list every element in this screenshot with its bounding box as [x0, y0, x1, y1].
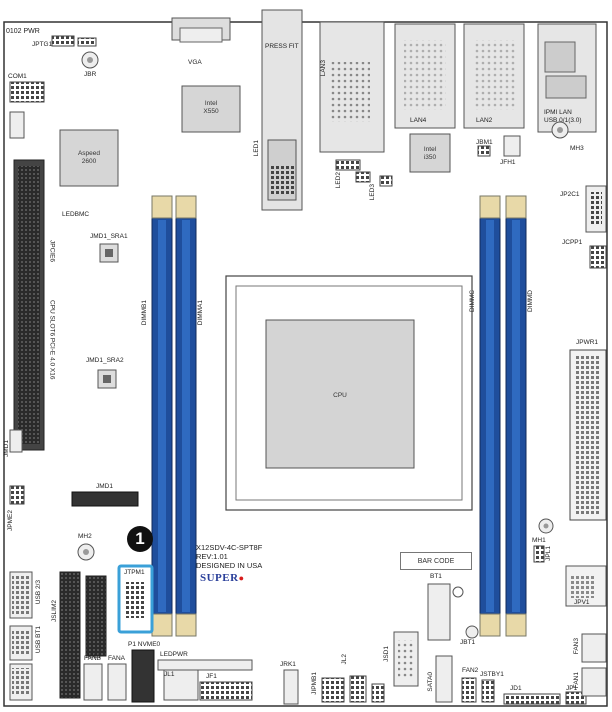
label-jcpp: JCPP1 — [562, 239, 583, 246]
battery-holder — [427, 583, 451, 641]
label-jsd: JSD1 — [383, 646, 390, 662]
jd1-header — [503, 693, 561, 705]
label-jsl1: JSL1 — [86, 653, 101, 660]
label-jptg: JPTG1 — [32, 41, 53, 48]
nvme0-connector — [131, 649, 155, 703]
intel-i350-chip — [409, 133, 451, 173]
label-ledpwr: LEDPWR — [160, 651, 188, 658]
label-jd1: JD1 — [510, 685, 522, 692]
jslim1-connector — [85, 575, 107, 657]
label-designed: DESIGNED IN USA — [196, 561, 263, 570]
label-fan1: FAN1 — [573, 672, 580, 689]
label-sata0: SATA0 — [427, 672, 434, 692]
jtpm1-header-highlight — [117, 564, 154, 634]
label-cpu-slot: CPU SLOT6 PCI-E 4.0 X16 — [48, 300, 56, 380]
jmd1-m2-connector — [71, 491, 139, 507]
label-jtpm: JTPM1 — [124, 569, 145, 576]
label-jmd-side: JMD1 — [3, 440, 10, 457]
label-com1: COM1 — [8, 73, 27, 80]
label-dimm-c: DIMMC — [469, 290, 476, 313]
label-jl1: JL1 — [164, 671, 175, 678]
callout-1: 1 — [127, 526, 153, 552]
label-vga: VGA — [188, 59, 202, 66]
cpu-heatspreader — [265, 319, 415, 469]
label-fan3: FAN3 — [573, 638, 580, 655]
label-jpme2: JPME2 — [7, 510, 14, 531]
label-jmd1: JMD1 — [96, 483, 113, 490]
jpwr-connector — [51, 35, 75, 47]
label-jipmb: JIPMB1 — [311, 672, 318, 695]
label-mh2: MH2 — [78, 533, 92, 540]
label-bt1: BT1 — [430, 573, 442, 580]
label-jmd-sra2: JMD1_SRA2 — [86, 357, 124, 364]
label-lan2: LAN2 — [476, 117, 493, 124]
label-ipmi: IPMI LAN — [544, 109, 572, 116]
label-jbt1: JBT1 — [460, 639, 476, 646]
jbt1-jumper — [465, 625, 479, 639]
label-jfh: JFH1 — [500, 159, 516, 166]
label-mh1: MH1 — [532, 537, 546, 544]
label-fana: FANA — [108, 655, 125, 662]
cpu-chip-label: CPU — [333, 392, 347, 399]
label-dimm-a1: DIMMA1 — [197, 300, 204, 326]
label-fanb: FANB — [84, 655, 101, 662]
label-mh3: MH3 — [570, 145, 584, 152]
label-usb01: USB 0/1(3.0) — [544, 117, 582, 124]
label-dimm-d: DIMMD — [527, 290, 534, 313]
label-lan3: LAN3 — [320, 60, 327, 77]
label-led2: LED2 — [335, 172, 342, 189]
label-jstby: JSTBY1 — [480, 671, 504, 678]
label-jmd-sra1: JMD1_SRA1 — [90, 233, 128, 240]
label-led3: LED3 — [369, 184, 376, 201]
label-fan2: FAN2 — [462, 667, 479, 674]
label-dimm-b1: DIMMB1 — [141, 300, 148, 326]
label-jslim2: JSLIM2 — [51, 600, 58, 623]
label-jl2: JL2 — [341, 654, 348, 665]
label-p1-nvme0: P1 NVME0 — [128, 641, 161, 648]
label-press-fit: PRESS FIT — [265, 43, 299, 50]
label-jpwr1: JPWR1 — [576, 339, 599, 346]
label-usb23: USB 2/3 — [35, 580, 42, 605]
aspeed-bmc-chip — [59, 129, 119, 187]
barcode-label: BAR CODE — [400, 552, 472, 570]
label-mh4: JBR — [84, 71, 97, 78]
jf1-front-panel — [199, 681, 253, 701]
label-led1: LED1 — [253, 140, 260, 157]
label-jbm: JBM1 — [476, 139, 493, 146]
label-jp2c: JP2C1 — [560, 191, 580, 198]
sata0-connector — [435, 655, 453, 703]
label-usb-bt1: USB BT1 — [35, 626, 42, 654]
jslim2-connector — [59, 571, 81, 699]
label-jpl1: JPL1 — [545, 546, 552, 561]
supermicro-logo: SUPER● — [200, 572, 245, 584]
label-rev: REV:1.01 — [196, 552, 228, 561]
label-board-model: X12SDV-4C-SPT8F — [196, 543, 263, 552]
label-jrk: JRK1 — [280, 661, 296, 668]
label-ledbmc: LEDBMC — [62, 211, 90, 218]
intel-x550-chip — [181, 85, 241, 133]
jcpp-header — [589, 245, 607, 269]
label-lan4: LAN4 — [410, 117, 427, 124]
label-jpv: JPV1 — [574, 599, 590, 606]
label-jp1: JP1 — [566, 685, 578, 692]
label-jf1: JF1 — [206, 673, 217, 680]
label-jpcie: JPCIE6 — [48, 240, 56, 263]
label-jpwr: 0102 PWR — [6, 28, 40, 35]
com1-header — [9, 81, 45, 103]
